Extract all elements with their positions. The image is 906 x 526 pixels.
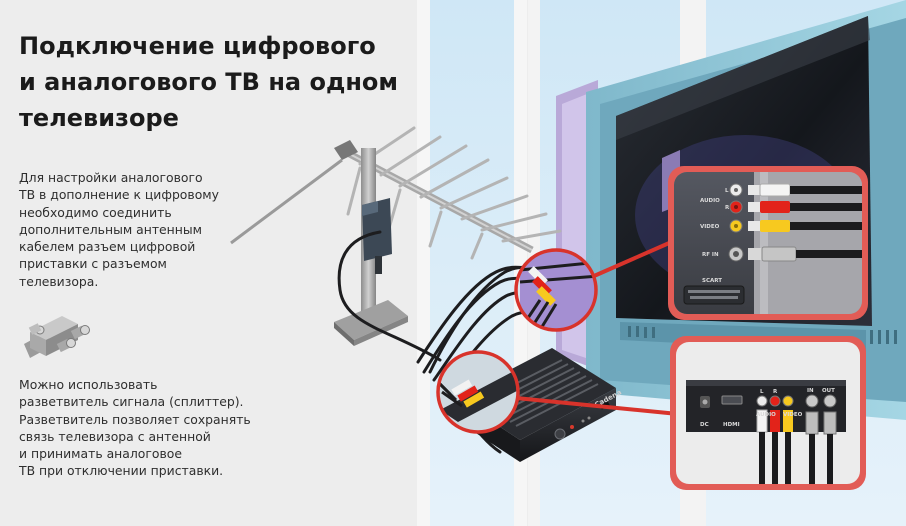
- splitter-icon: [24, 316, 90, 358]
- description-paragraph: Для настройки аналогового ТВ в дополнени…: [19, 170, 219, 289]
- rx-video-label: VIDEO: [783, 412, 803, 418]
- tv-scart-label: SCART: [702, 278, 722, 284]
- tv-audio-label: AUDIO: [700, 198, 720, 204]
- rx-audio-label: AUDIO: [756, 412, 776, 418]
- rx-in-label: IN: [807, 388, 814, 394]
- tv-video-label: VIDEO: [700, 224, 720, 230]
- tv-rca-cables: [748, 183, 862, 262]
- tv-audio-r-label: R: [725, 205, 730, 211]
- rx-dc-label: DC: [700, 422, 709, 428]
- rx-hdmi-label: HDMI: [723, 422, 740, 428]
- rx-r-label: R: [773, 389, 778, 395]
- receiver-panel-zoom: DC HDMI L R AUDIO VIDEO IN OUT: [670, 336, 866, 490]
- antenna-icon: [230, 126, 562, 346]
- receiver-connector-circle: [436, 350, 679, 434]
- receiver-rca-cables: [756, 409, 837, 484]
- tv-rf-label: RF IN: [702, 252, 719, 258]
- tv-audio-l-label: L: [725, 188, 729, 194]
- rx-out-label: OUT: [822, 388, 835, 394]
- rx-l-label: L: [760, 389, 764, 395]
- splitter-paragraph: Можно использовать разветвитель сигнала …: [19, 377, 251, 479]
- tv-panel-zoom: AUDIO L R VIDEO RF IN SCART: [668, 166, 868, 320]
- page-title: Подключение цифрового и аналогового ТВ н…: [19, 32, 399, 132]
